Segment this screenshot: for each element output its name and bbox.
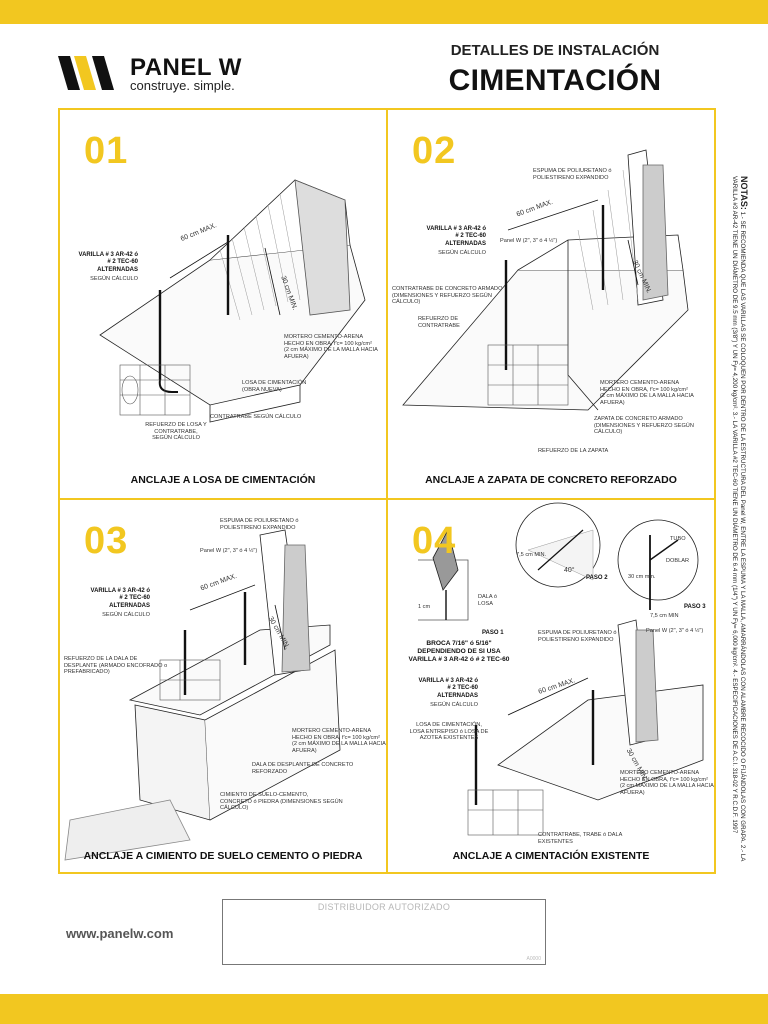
contratrabe-label: CONTRATRABE SEGÚN CÁLCULO bbox=[210, 414, 302, 420]
rebar-label: VARILLA # 3 AR-42 ó # 2 TEC-60 bbox=[418, 678, 478, 691]
distributor-code: A0000 bbox=[526, 956, 541, 962]
one-cm-label: 1 cm bbox=[418, 604, 431, 610]
cimiento-label: CIMIENTO DE SUELO-CEMENTO, CONCRETO ó PI… bbox=[220, 792, 343, 812]
tube-label: TUBO bbox=[670, 536, 686, 542]
foam-label: ESPUMA DE POLIURETANO ó POLIESTIRENO EXP… bbox=[220, 518, 299, 531]
angle-label: 40° bbox=[564, 567, 575, 574]
illustration-cimiento bbox=[64, 529, 341, 861]
detail-panel-01: 01 60 cm MAX. 30 cm MIN. VARILLA # 3 AR-… bbox=[58, 108, 388, 500]
rebar-label: VARILLA # 3 AR-42 ó # 2 TEC-60 bbox=[426, 226, 486, 239]
refuerzo-label: REFUERZO DE LOSA Y CONTRATRABE, SEGÚN CÁ… bbox=[145, 422, 207, 442]
notes-vertical: NOTAS: 1.- SE RECOMIENDA QUE LAS VARILLA… bbox=[728, 176, 749, 876]
illustration-existente bbox=[418, 502, 704, 836]
notes-heading: NOTAS: bbox=[739, 176, 749, 210]
calculo-label: SEGÚN CÁLCULO bbox=[102, 612, 150, 618]
losa-label: LOSA DE CIMENTACIÓN (OBRA NUEVA) bbox=[242, 380, 307, 393]
distributor-label: DISTRIBUIDOR AUTORIZADO bbox=[317, 902, 451, 912]
contratrabe-label: CONTRATRABE, TRABE ó DALA EXISTENTES bbox=[538, 832, 623, 845]
dala-losa-label: DALA ó LOSA bbox=[478, 594, 497, 607]
panel-number: 01 bbox=[84, 130, 129, 172]
rebar-label: VARILLA # 3 AR-42 ó # 2 TEC-60 bbox=[90, 588, 150, 601]
refuerzo-label: REFUERZO DE CONTRATRABE bbox=[418, 316, 460, 329]
step1-distance: 7,5 cm MIN. bbox=[516, 552, 547, 558]
panel-number: 03 bbox=[84, 520, 129, 562]
step3-distance2: 7,5 cm MIN bbox=[650, 613, 679, 619]
illustration-losa bbox=[99, 179, 366, 423]
step3-label: PASO 3 bbox=[684, 604, 706, 610]
document-subtitle: DETALLES DE INSTALACIÓN bbox=[450, 42, 660, 59]
broca-label: BROCA 7/16" ó 5/16" DEPENDIENDO DE SI US… bbox=[408, 640, 510, 663]
website-link[interactable]: www.panelw.com bbox=[66, 926, 174, 941]
contratrabe-label: CONTRATRABE DE CONCRETO ARMADO (DIMENSIO… bbox=[392, 286, 503, 306]
panel-number: 02 bbox=[412, 130, 457, 172]
foam-label: ESPUMA DE POLIURETANO ó POLIESTIRENO EXP… bbox=[533, 168, 612, 181]
step3-distance: 30 cm min. bbox=[628, 574, 656, 580]
alternadas-label: ALTERNADAS bbox=[437, 693, 478, 699]
calculo-label: SEGÚN CÁLCULO bbox=[90, 276, 138, 282]
zapata-label: ZAPATA DE CONCRETO ARMADO (DIMENSIONES Y… bbox=[594, 416, 694, 436]
detail-panel-04: 04 7,5 cm MIN. 40° PASO 2 TUBO DOBLAR 30… bbox=[386, 498, 716, 874]
panel-number: 04 bbox=[412, 520, 457, 562]
top-yellow-band bbox=[0, 0, 768, 24]
refuerzo-dala-label: REFUERZO DE LA DALA DE DESPLANTE (ARMADO… bbox=[64, 656, 168, 676]
panel-caption: ANCLAJE A CIMENTACIÓN EXISTENTE bbox=[452, 850, 650, 862]
document-title: CIMENTACIÓN bbox=[448, 64, 662, 97]
mortar-label: MORTERO CEMENTO-ARENA HECHO EN OBRA, f'c… bbox=[292, 728, 386, 754]
panel-w-logo-icon bbox=[58, 56, 114, 90]
calculo-label: SEGÚN CÁLCULO bbox=[438, 250, 486, 256]
panel-caption: ANCLAJE A LOSA DE CIMENTACIÓN bbox=[130, 474, 316, 486]
refuerzo-zapata-label: REFUERZO DE LA ZAPATA bbox=[538, 448, 609, 454]
panel-w-label: Panel W (2", 3" ó 4 ½") bbox=[646, 628, 704, 634]
panel-caption: ANCLAJE A ZAPATA DE CONCRETO REFORZADO bbox=[425, 474, 677, 486]
step1-label: PASO 1 bbox=[482, 630, 504, 636]
calculo-label: SEGÚN CÁLCULO bbox=[430, 702, 478, 708]
dala-label: DALA DE DESPLANTE DE CONCRETO REFORZADO bbox=[252, 762, 354, 775]
panel-w-label: Panel W (2", 3" ó 4 ½") bbox=[200, 548, 258, 554]
alternadas-label: ALTERNADAS bbox=[109, 603, 150, 609]
brand-tagline: construye. simple. bbox=[130, 78, 235, 93]
bottom-yellow-band bbox=[0, 994, 768, 1024]
alternadas-label: ALTERNADAS bbox=[97, 267, 138, 273]
detail-panel-02: 02 ESPUMA DE POLIURETANO ó POLIESTIRENO … bbox=[386, 108, 716, 500]
panel-caption: ANCLAJE A CIMIENTO DE SUELO CEMENTO O PI… bbox=[83, 850, 363, 862]
mortar-label: MORTERO CEMENTO-ARENA HECHO EN OBRA, f'c… bbox=[284, 334, 378, 360]
foam-label: ESPUMA DE POLIURETANO ó POLIESTIRENO EXP… bbox=[538, 630, 617, 643]
losa-label: LOSA DE CIMENTACIÓN, LOSA ENTREPISO ó LO… bbox=[409, 722, 489, 742]
alternadas-label: ALTERNADAS bbox=[445, 241, 486, 247]
detail-panel-03: 03 ESPUMA DE POLIURETANO ó POLIESTIRENO … bbox=[58, 498, 388, 874]
distributor-box: DISTRIBUIDOR AUTORIZADO A0000 bbox=[222, 899, 546, 965]
panel-w-label: Panel W (2", 3" ó 4 ½") bbox=[500, 238, 558, 244]
mortar-label: MORTERO CEMENTO-ARENA HECHO EN OBRA, f'c… bbox=[600, 380, 694, 406]
panel-w-logo: PANEL W construye. simple. bbox=[58, 54, 278, 98]
rebar-label: VARILLA # 3 AR-42 ó # 2 TEC-60 bbox=[78, 252, 138, 265]
illustration-zapata bbox=[402, 149, 689, 411]
doblar-label: DOBLAR bbox=[666, 558, 690, 564]
notes-text: 1.- SE RECOMIENDA QUE LAS VARILLAS SE CO… bbox=[731, 176, 746, 862]
step2-label: PASO 2 bbox=[586, 575, 608, 581]
mortar-label: MORTERO CEMENTO-ARENA HECHO EN OBRA, f'c… bbox=[620, 770, 714, 796]
brand-name: PANEL W bbox=[130, 54, 242, 81]
